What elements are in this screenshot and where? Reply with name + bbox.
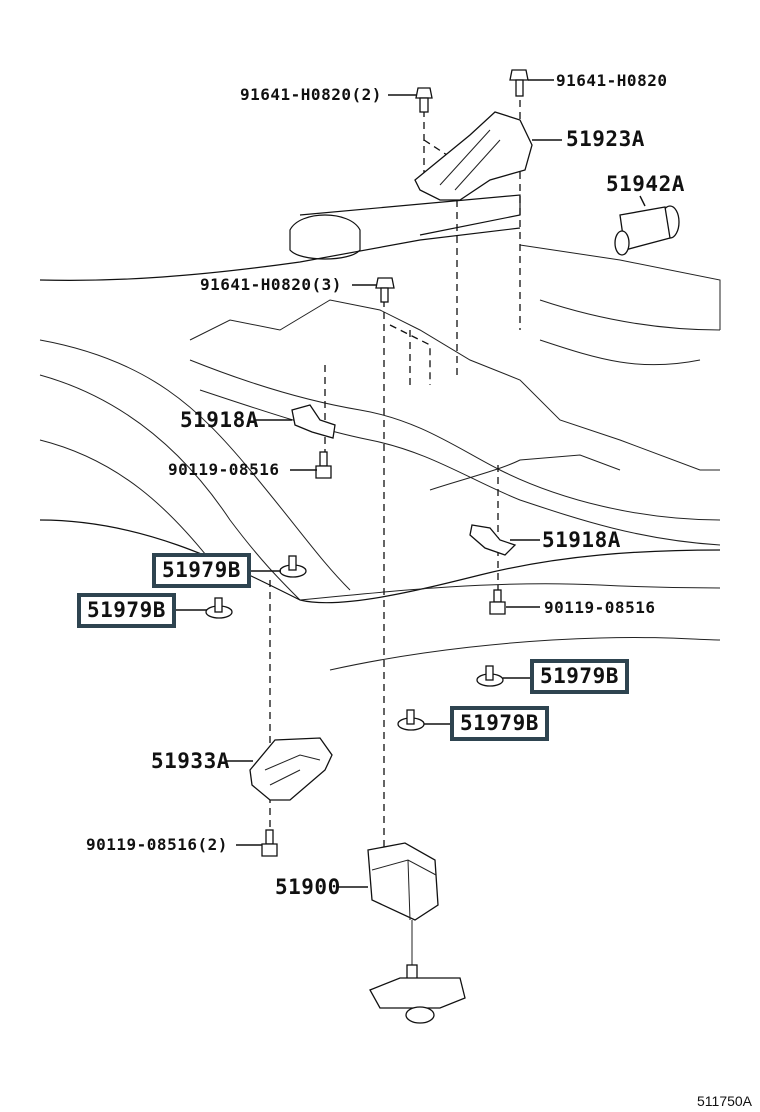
callout-51979b-4[interactable]: 51979B: [450, 706, 549, 741]
callout-51979b-2[interactable]: 51979B: [77, 593, 176, 628]
callout-90119-08516-left[interactable]: 90119-08516: [168, 460, 280, 479]
callout-51933a[interactable]: 51933A: [151, 749, 230, 773]
callout-51979b-1[interactable]: 51979B: [152, 553, 251, 588]
carrier-51900-shape: [367, 842, 466, 1024]
callout-91641-h0820[interactable]: 91641-H0820: [556, 71, 668, 90]
bracket-51933a-shape: [249, 737, 333, 801]
callout-51942a[interactable]: 51942A: [606, 172, 685, 196]
clamp-shapes: [291, 404, 517, 556]
callout-51923a[interactable]: 51923A: [566, 127, 645, 151]
callout-51918a-left[interactable]: 51918A: [180, 408, 259, 432]
vehicle-frame-outline: [39, 194, 721, 671]
callout-90119-08516-2[interactable]: 90119-08516(2): [86, 835, 228, 854]
callout-90119-08516-right[interactable]: 90119-08516: [544, 598, 656, 617]
callout-51900[interactable]: 51900: [275, 875, 341, 899]
callout-91641-h0820-3[interactable]: 91641-H0820(3): [200, 275, 342, 294]
bolt-icons: [261, 69, 529, 857]
plug-51942a-shape: [614, 205, 680, 256]
callout-91641-h0820-2[interactable]: 91641-H0820(2): [240, 85, 382, 104]
stopper-shapes: [205, 555, 504, 731]
callout-51979b-3[interactable]: 51979B: [530, 659, 629, 694]
leader-lines: [170, 79, 646, 888]
figure-id: 511750A: [697, 1093, 753, 1109]
bracket-51923a-shape: [414, 111, 533, 201]
callout-51918a-right[interactable]: 51918A: [542, 528, 621, 552]
